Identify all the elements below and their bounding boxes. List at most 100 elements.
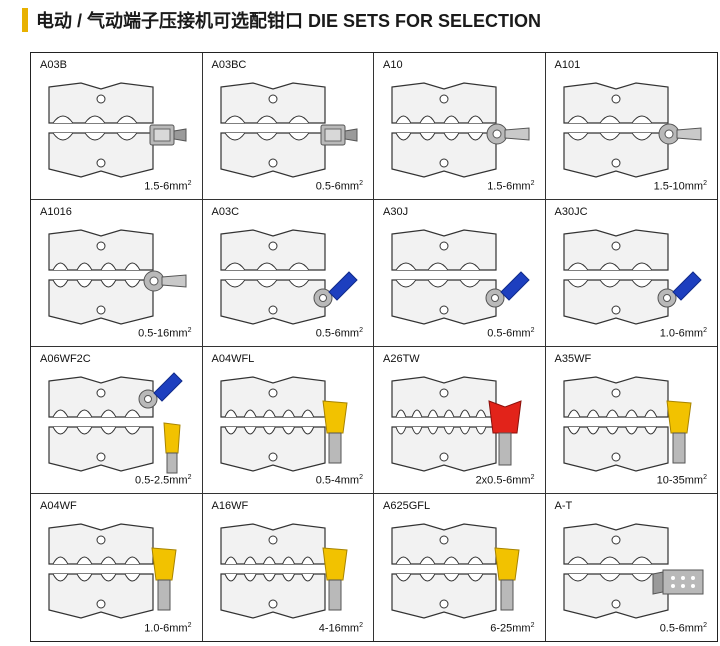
terminal-illustration [317, 119, 361, 158]
die-illustration [41, 516, 161, 631]
die-illustration [41, 75, 161, 190]
terminal-illustration [315, 544, 355, 619]
die-code: A101 [554, 59, 581, 71]
die-code: A06WF2C [40, 353, 91, 365]
die-illustration [213, 222, 333, 337]
wire-range-label: 4-16mm2 [319, 622, 363, 635]
wire-range-unit-exponent: 2 [530, 327, 535, 335]
red-twin-ferrule-icon [487, 400, 522, 466]
die-set-cell: A03BC 0.5-6mm2 [202, 53, 374, 200]
wire-range-value: 0.5-6mm [315, 328, 360, 340]
wire-range-label: 0.5-16mm2 [138, 327, 191, 340]
wire-range-value: 0.5-6mm [659, 623, 704, 635]
die-jaw-icon [48, 229, 154, 325]
wire-range-unit-exponent: 2 [359, 180, 363, 188]
terminal-illustration [655, 266, 705, 315]
wire-range-unit-exponent: 2 [530, 474, 535, 482]
die-code: A-T [554, 500, 573, 512]
die-set-cell: A04WF 1.0-6mm2 [31, 494, 203, 641]
die-code: A35WF [554, 353, 592, 365]
die-jaw-icon [562, 523, 669, 619]
die-set-cell: A30JC 1.0-6mm2 [545, 200, 717, 347]
wire-range-value: 0.5-4mm [315, 475, 360, 487]
wire-range-label: 0.5-6mm2 [660, 622, 707, 635]
die-set-cell: A1016 0.5-16mm2 [31, 200, 203, 347]
flag-terminal-icon [320, 124, 358, 146]
yellow-ferrule-icon [666, 400, 692, 464]
die-code: A03B [40, 59, 67, 71]
terminal-illustration [487, 544, 527, 619]
wire-range-value: 4-16mm [318, 623, 360, 635]
terminal-illustration [144, 544, 184, 619]
die-illustration [384, 222, 504, 337]
blue-ring-terminal-icon [485, 271, 530, 308]
wire-range-label: 1.5-6mm2 [487, 180, 534, 193]
title-accent-bar [22, 8, 28, 32]
die-jaw-icon [48, 82, 154, 178]
die-jaw-icon [391, 376, 497, 472]
terminal-illustration [315, 397, 355, 472]
ring-terminal-icon [486, 123, 529, 145]
die-set-cell: A35WF 10-35mm2 [545, 347, 717, 494]
yellow-ferrule-icon [322, 547, 348, 611]
die-illustration [384, 516, 504, 631]
page-title: 电动 / 气动端子压接机可选配钳口 DIE SETS FOR SELECTION [36, 11, 542, 31]
die-code: A30J [383, 206, 409, 218]
yellow-ferrule-icon [322, 400, 348, 464]
die-illustration [213, 369, 333, 484]
terminal-illustration [483, 266, 533, 315]
die-set-cell: A03C 0.5-6mm2 [202, 200, 374, 347]
die-set-cell: A26TW 2x0.5-6mm2 [374, 347, 546, 494]
wire-range-label: 0.5-6mm2 [487, 327, 534, 340]
die-jaw-icon [48, 523, 154, 619]
die-illustration [384, 369, 504, 484]
die-code: A03BC [211, 59, 247, 71]
die-set-cell: A101 1.5-10mm2 [545, 53, 717, 200]
wire-range-label: 0.5-6mm2 [316, 180, 363, 193]
die-set-cell: A30J 0.5-6mm2 [374, 200, 546, 347]
blue-ring-and-ferrule-icon [138, 372, 183, 474]
wire-range-label: 1.5-6mm2 [144, 180, 191, 193]
wire-range-unit-exponent: 2 [359, 622, 363, 630]
terminal-illustration [136, 367, 188, 482]
wire-range-label: 0.5-4mm2 [316, 474, 363, 487]
wire-range-value: 1.0-6mm [144, 623, 188, 635]
die-set-cell: A16WF 4-16mm2 [203, 494, 374, 641]
wire-range-value: 0.5-6mm [315, 181, 360, 193]
terminal-illustration [485, 119, 533, 154]
die-code: A04WF [40, 500, 77, 512]
wire-range-unit-exponent: 2 [359, 474, 363, 482]
terminal-illustration [142, 266, 190, 301]
die-set-cell: A-T 0.5-6mm2 [546, 494, 718, 641]
die-jaw-icon [391, 523, 497, 619]
blue-ring-terminal-icon [313, 271, 358, 308]
die-jaw-icon [219, 523, 326, 619]
terminal-illustration [659, 397, 699, 472]
wire-range-label: 1.0-6mm2 [144, 622, 191, 635]
terminal-illustration [649, 562, 709, 607]
wire-range-label: 0.5-6mm2 [316, 327, 363, 340]
die-code: A625GFL [383, 500, 431, 512]
die-code: A1016 [40, 206, 72, 218]
die-code: A16WF [211, 500, 249, 512]
terminal-illustration [146, 119, 190, 158]
die-jaw-icon [562, 376, 669, 472]
terminal-illustration [311, 266, 361, 315]
die-jaw-icon [391, 229, 497, 325]
die-jaw-icon [391, 82, 497, 178]
wire-range-label: 0.5-2.5mm2 [135, 474, 191, 487]
die-set-cell: A10 1.5-6mm2 [374, 53, 546, 200]
die-illustration [556, 369, 676, 484]
wire-range-unit-exponent: 2 [359, 327, 363, 335]
die-illustration [556, 516, 676, 631]
wire-range-unit-exponent: 2 [703, 622, 707, 630]
wire-range-unit-exponent: 2 [703, 180, 707, 188]
wire-range-value: 0.5-2.5mm [135, 475, 188, 487]
die-set-cell: A03B 1.5-6mm2 [31, 53, 203, 200]
wire-range-label: 6-25mm2 [490, 622, 534, 635]
wire-range-label: 1.0-6mm2 [660, 327, 707, 340]
die-illustration [556, 222, 676, 337]
die-code: A04WFL [211, 353, 255, 365]
wire-range-unit-exponent: 2 [703, 327, 707, 335]
